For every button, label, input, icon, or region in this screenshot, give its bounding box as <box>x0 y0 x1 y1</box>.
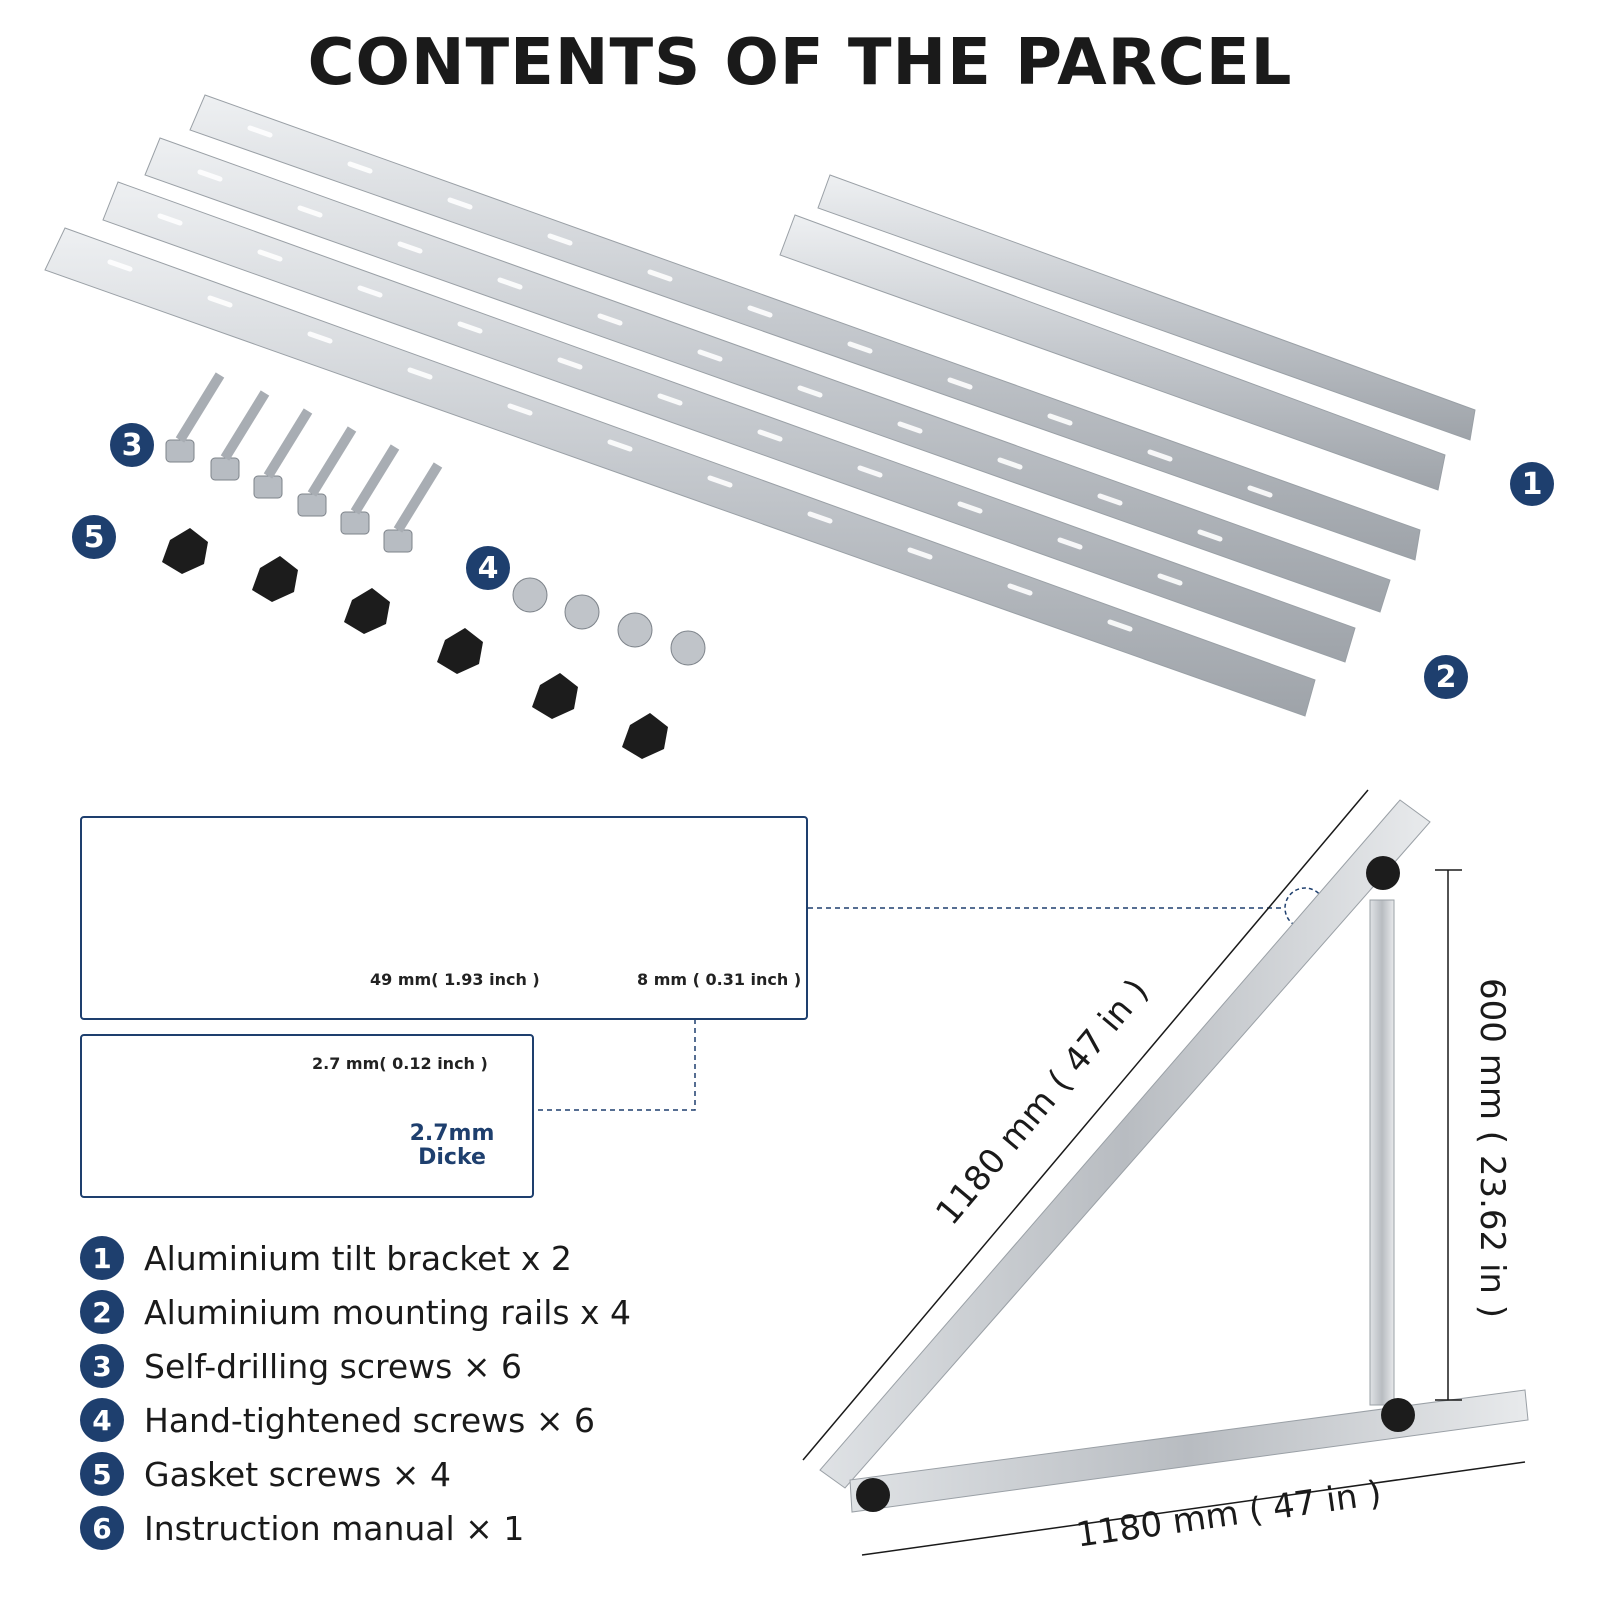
self-drilling-screws <box>165 372 443 553</box>
rail-1 <box>189 94 1421 561</box>
legend-number: 5 <box>80 1452 124 1496</box>
legend-item: 5 Gasket screws × 4 <box>80 1448 760 1500</box>
legend-text: Aluminium mounting rails x 4 <box>144 1292 632 1332</box>
legend-item: 3 Self-drilling screws × 6 <box>80 1340 760 1392</box>
mounting-rails <box>44 94 1421 717</box>
legend-item: 1 Aluminium tilt bracket x 2 <box>80 1232 760 1284</box>
legend-item: 2 Aluminium mounting rails x 4 <box>80 1286 760 1338</box>
contents-legend: 1 Aluminium tilt bracket x 2 2 Aluminium… <box>80 1232 760 1556</box>
hand-screws <box>512 577 706 666</box>
badge-3: 3 <box>110 423 154 467</box>
legend-number: 6 <box>80 1506 124 1550</box>
detail-box-thickness: 2.7 mm( 0.12 inch ) 2.7mm Dicke <box>80 1034 534 1198</box>
legend-number: 4 <box>80 1398 124 1442</box>
detail-box-holes: 49 mm( 1.93 inch ) 8 mm ( 0.31 inch ) <box>80 816 808 1020</box>
rail-2 <box>144 137 1391 613</box>
legend-number: 1 <box>80 1236 124 1280</box>
legend-text: Aluminium tilt bracket x 2 <box>144 1238 572 1278</box>
page-title: CONTENTS OF THE PARCEL <box>307 26 1293 100</box>
assembled-bracket <box>819 799 1529 1513</box>
legend-text: Gasket screws × 4 <box>144 1454 451 1494</box>
rail-3 <box>102 181 1356 663</box>
thickness-badge-line2: Dicke <box>418 1145 486 1170</box>
legend-number: 2 <box>80 1290 124 1334</box>
spacing-label: 49 mm( 1.93 inch ) <box>370 970 540 989</box>
thickness-badge: 2.7mm Dicke <box>402 1122 502 1170</box>
tilt-brackets <box>779 174 1476 491</box>
badge-4: 4 <box>466 546 510 590</box>
gasket-knobs <box>162 528 668 759</box>
thickness-badge-line1: 2.7mm <box>409 1121 495 1146</box>
vertical-dimension-label: 600 mm ( 23.62 in ) <box>1472 978 1512 1319</box>
legend-number: 3 <box>80 1344 124 1388</box>
badge-1: 1 <box>1510 462 1554 506</box>
legend-item: 6 Instruction manual × 1 <box>80 1502 760 1554</box>
legend-text: Instruction manual × 1 <box>144 1508 525 1548</box>
legend-text: Self-drilling screws × 6 <box>144 1346 522 1386</box>
badge-5: 5 <box>72 515 116 559</box>
rail-slots <box>107 125 1273 632</box>
hole-size-label: 8 mm ( 0.31 inch ) <box>637 970 802 989</box>
thickness-label: 2.7 mm( 0.12 inch ) <box>312 1054 488 1073</box>
detail-connector-2 <box>530 1010 696 1111</box>
dimension-lines <box>802 789 1526 1556</box>
badge-2: 2 <box>1424 655 1468 699</box>
legend-item: 4 Hand-tightened screws × 6 <box>80 1394 760 1446</box>
legend-text: Hand-tightened screws × 6 <box>144 1400 595 1440</box>
rail-4 <box>44 227 1316 717</box>
